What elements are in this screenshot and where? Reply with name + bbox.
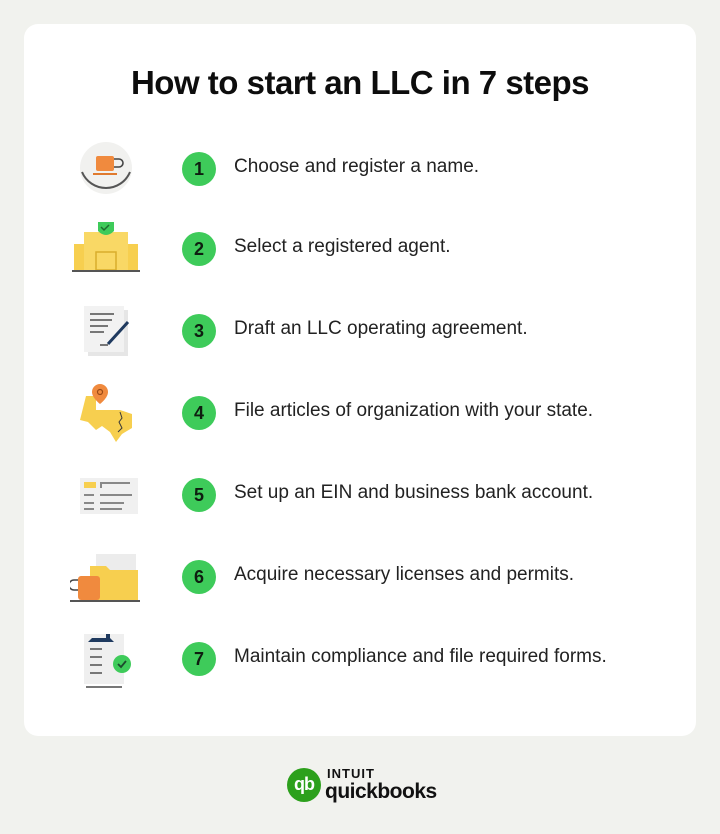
step-2: 2 Select a registered agent.: [0, 218, 720, 278]
texas-map-pin-icon: [80, 384, 132, 442]
step-6: 6 Acquire necessary licenses and permits…: [0, 546, 720, 606]
step-label: Set up an EIN and business bank account.: [234, 482, 594, 503]
step-number-badge: 2: [182, 232, 216, 266]
step-label: Acquire necessary licenses and permits.: [234, 564, 575, 585]
id-card-icon: [80, 478, 138, 514]
product-name: quickbooks: [325, 780, 437, 803]
step-number-badge: 6: [182, 560, 216, 594]
folder-mug-icon: [70, 554, 140, 602]
step-number-badge: 4: [182, 396, 216, 430]
step-number-badge: 3: [182, 314, 216, 348]
step-label: Maintain compliance and file required fo…: [234, 646, 607, 667]
step-label: File articles of organization with your …: [234, 400, 594, 421]
step-5: 5 Set up an EIN and business bank accoun…: [0, 464, 720, 524]
step-4: 4 File articles of organization with you…: [0, 382, 720, 442]
step-label: Select a registered agent.: [234, 236, 451, 257]
qb-logo-icon: qb: [287, 768, 321, 802]
building-shield-icon: [72, 222, 140, 272]
step-1: 1 Choose and register a name.: [0, 138, 720, 198]
step-label: Draft an LLC operating agreement.: [234, 318, 528, 339]
quickbooks-logo: qb INTUIT quickbooks: [287, 766, 447, 806]
step-number-badge: 1: [182, 152, 216, 186]
step-label: Choose and register a name.: [234, 156, 480, 177]
infographic-card: [24, 24, 696, 736]
step-3: 3 Draft an LLC operating agreement.: [0, 300, 720, 360]
page-title: How to start an LLC in 7 steps: [130, 64, 590, 101]
step-number-badge: 5: [182, 478, 216, 512]
step-number-badge: 7: [182, 642, 216, 676]
step-7: 7 Maintain compliance and file required …: [0, 628, 720, 688]
brand-name: INTUIT: [327, 766, 375, 781]
document-pen-icon: [84, 306, 130, 356]
coffee-cup-icon: [80, 142, 132, 194]
clipboard-check-icon: [84, 634, 131, 688]
